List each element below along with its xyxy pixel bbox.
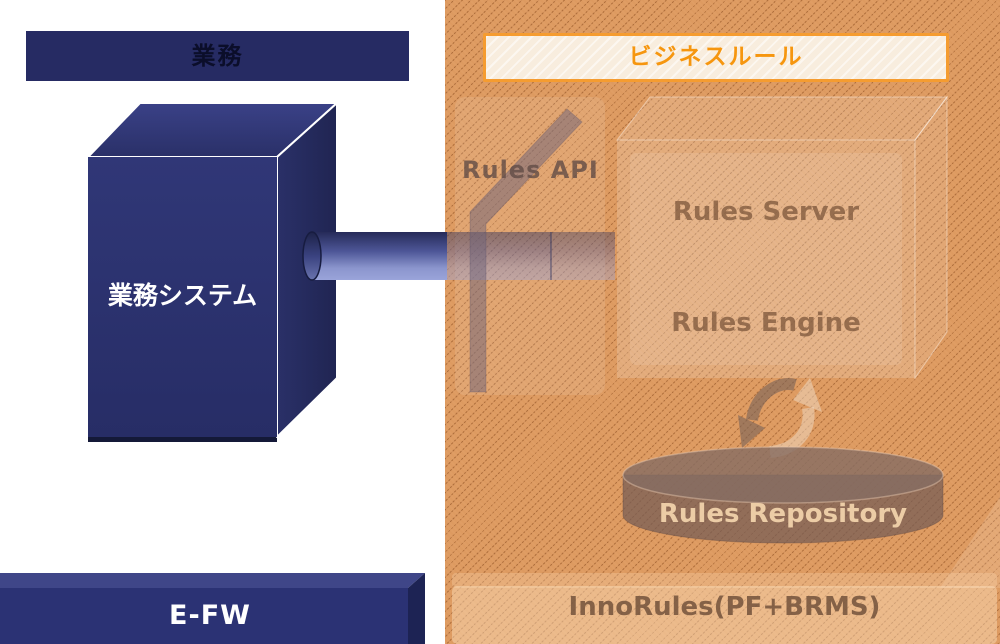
rules-api-label: Rules API	[462, 156, 599, 184]
business-system-box-label: 業務システム	[107, 281, 258, 310]
innorules-platform-label: InnoRules(PF+BRMS)	[568, 592, 881, 622]
business-header-bar: 業務	[26, 31, 409, 81]
rules-server-label: Rules Server	[672, 197, 860, 227]
efw-3d-bar	[0, 573, 425, 644]
efw-bar-label: E-FW	[169, 600, 251, 631]
sync-arrows-icon	[738, 378, 822, 458]
business-rules-header: ビジネスルール	[483, 33, 949, 82]
pipe-connector-icon	[302, 231, 615, 281]
rules-server-3d-box	[615, 95, 948, 380]
rules-engine-label: Rules Engine	[671, 308, 861, 338]
business-rules-area	[445, 0, 1000, 644]
rules-repository-label: Rules Repository	[658, 499, 908, 529]
business-system-3d-box	[87, 102, 338, 442]
database-cylinder-icon	[622, 446, 944, 544]
innorules-band	[452, 497, 1000, 644]
rules-api-plate-icon	[469, 108, 583, 393]
